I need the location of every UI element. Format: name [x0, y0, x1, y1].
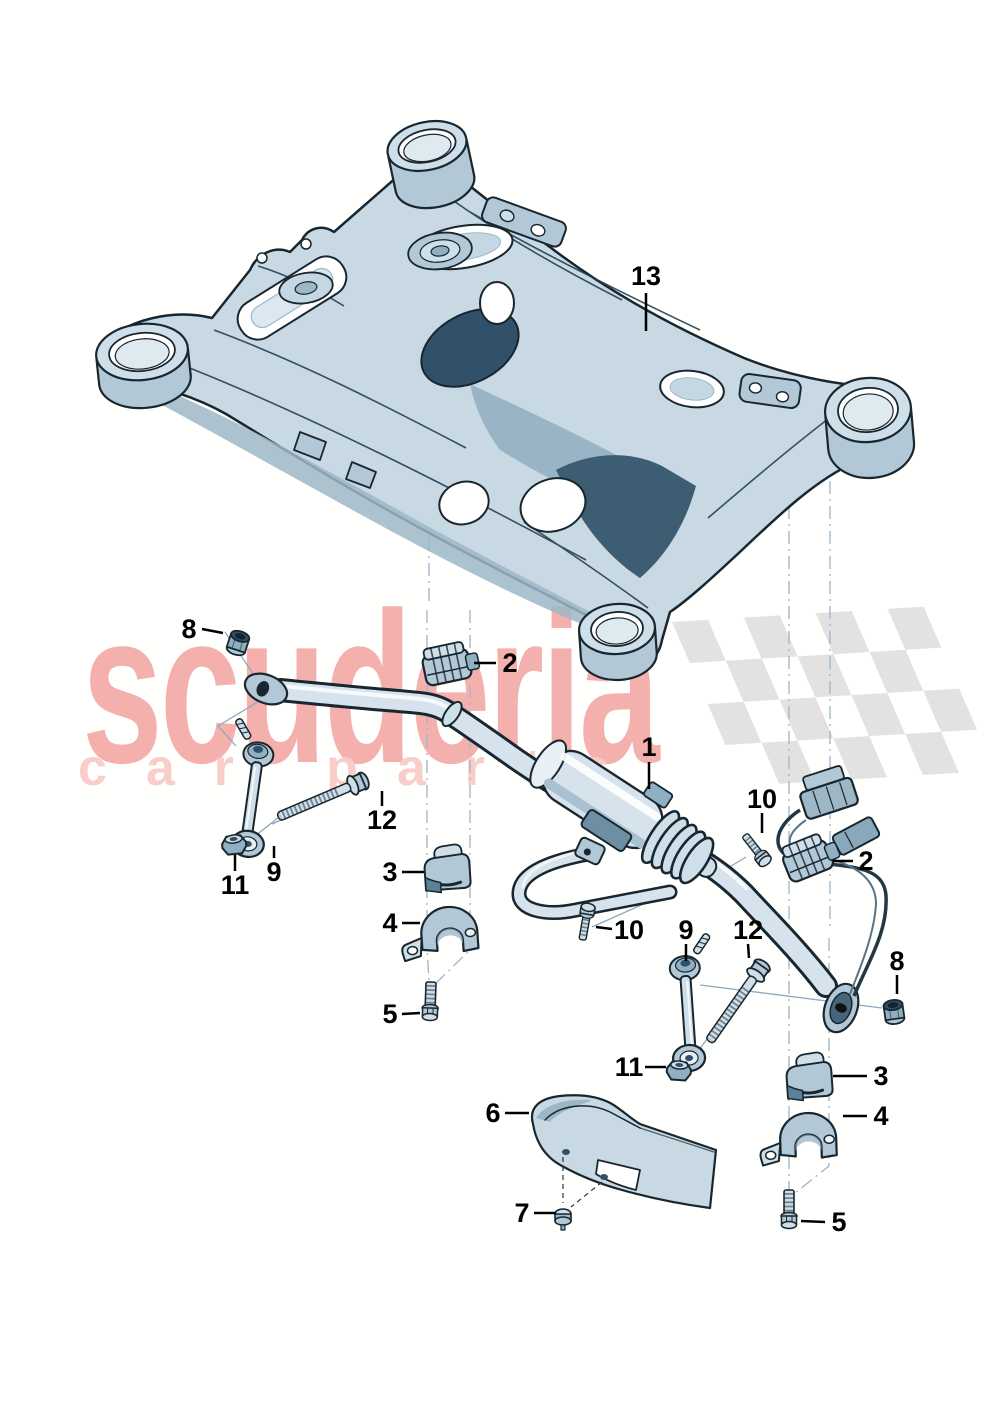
stabilizer-bar-actuator	[243, 672, 888, 1034]
callout-number: 5	[382, 999, 397, 1029]
flag-cell	[851, 692, 906, 737]
callout-5: 5	[382, 999, 421, 1029]
clamp-bolt-left	[422, 982, 439, 1021]
callout-8: 8	[889, 946, 905, 994]
callout-number: 7	[514, 1198, 529, 1228]
callout-leader	[201, 627, 224, 635]
bar-end-tab-right	[822, 982, 860, 1034]
subframe-bushing-left	[95, 322, 192, 410]
callout-leader	[800, 1219, 826, 1224]
callout-number: 6	[485, 1098, 500, 1128]
checkered-flag-watermark	[672, 606, 977, 784]
callout-4: 4	[843, 1101, 889, 1131]
flag-cell	[815, 611, 870, 655]
frame-hole	[479, 281, 515, 325]
mount-bracket	[481, 196, 567, 248]
callout-6: 6	[485, 1098, 529, 1128]
heat-shield	[530, 1094, 718, 1210]
callout-12: 12	[733, 915, 763, 959]
subframe-bushing-top	[386, 119, 476, 210]
callout-5: 5	[800, 1207, 847, 1237]
callout-number: 1	[641, 732, 656, 762]
callout-number: 13	[631, 261, 661, 291]
rear-axle-carrier	[95, 119, 916, 682]
subframe-bushing-right	[823, 376, 916, 480]
flag-cell	[707, 701, 762, 745]
mount-bracket	[738, 373, 802, 410]
flag-cell	[725, 658, 780, 702]
flag-cell	[887, 606, 942, 650]
callout-number: 8	[181, 614, 196, 644]
stabilizer-clamp-right	[757, 1110, 839, 1167]
flange-nut-center	[665, 1059, 693, 1082]
callout-3: 3	[382, 857, 424, 887]
callout-10: 10	[747, 784, 777, 833]
flag-cell	[672, 619, 726, 663]
callout-layer: 13 8 2 12 9 11 3 4 5 1 10 2 10 9 12 8 11 3 4 5 6 7	[181, 261, 904, 1237]
frame-oval-hole	[659, 369, 725, 409]
callout-number: 3	[382, 857, 397, 887]
flag-cell	[905, 731, 959, 775]
long-bolt-center	[701, 956, 773, 1047]
callout-2: 2	[474, 648, 518, 678]
flag-cell	[743, 615, 798, 659]
callout-10: 10	[595, 915, 644, 945]
callout-number: 3	[873, 1061, 888, 1091]
callout-number: 12	[733, 915, 763, 945]
shield-screw	[554, 1208, 572, 1231]
callout-number: 4	[873, 1101, 888, 1131]
callout-9: 9	[678, 915, 694, 961]
loop-flange	[574, 836, 606, 866]
subframe-bushing-bottom	[577, 602, 658, 682]
flag-cell	[779, 697, 834, 741]
stabilizer-bushing-right	[783, 1050, 835, 1104]
callout-number: 4	[382, 908, 397, 938]
flag-cell	[833, 736, 888, 780]
callout-number: 8	[889, 946, 904, 976]
actuator-body	[529, 739, 718, 885]
clamp-bolt-right	[781, 1190, 797, 1229]
callout-3: 3	[833, 1061, 889, 1091]
callout-leader	[401, 1011, 421, 1016]
callout-number: 11	[615, 1052, 644, 1082]
callout-9: 9	[266, 846, 282, 887]
bar-end-tab-left	[243, 672, 289, 706]
callout-leader	[746, 943, 751, 959]
flag-cell	[923, 688, 977, 732]
callout-number: 2	[502, 648, 517, 678]
callout-13: 13	[631, 261, 661, 331]
callout-7: 7	[514, 1198, 556, 1228]
callout-number: 10	[747, 784, 777, 814]
stabilizer-bushing-left	[421, 842, 473, 896]
callout-number: 9	[678, 915, 693, 945]
callout-12: 12	[367, 791, 397, 835]
callout-number: 10	[614, 915, 644, 945]
stabilizer-link-center	[663, 931, 722, 1074]
flag-cell	[761, 740, 816, 784]
callout-11: 11	[615, 1052, 666, 1082]
cap-right	[882, 997, 906, 1027]
callout-4: 4	[382, 908, 420, 938]
tab-hole	[256, 252, 268, 264]
flag-cell	[797, 654, 852, 698]
flag-cell	[869, 649, 924, 693]
tab-hole	[300, 238, 312, 250]
bolt-right	[739, 831, 773, 869]
connector-plug	[799, 765, 859, 820]
callout-number: 11	[221, 870, 250, 900]
callout-number: 2	[858, 846, 873, 876]
actuator-coil	[640, 810, 715, 885]
callout-1: 1	[641, 732, 657, 789]
callout-8: 8	[181, 614, 224, 644]
callout-2: 2	[833, 846, 874, 876]
callout-11: 11	[221, 855, 250, 900]
callout-number: 12	[367, 805, 397, 835]
callout-number: 5	[831, 1207, 846, 1237]
callout-number: 9	[266, 857, 281, 887]
callout-leader	[595, 925, 613, 931]
wiring-harness	[776, 765, 888, 997]
